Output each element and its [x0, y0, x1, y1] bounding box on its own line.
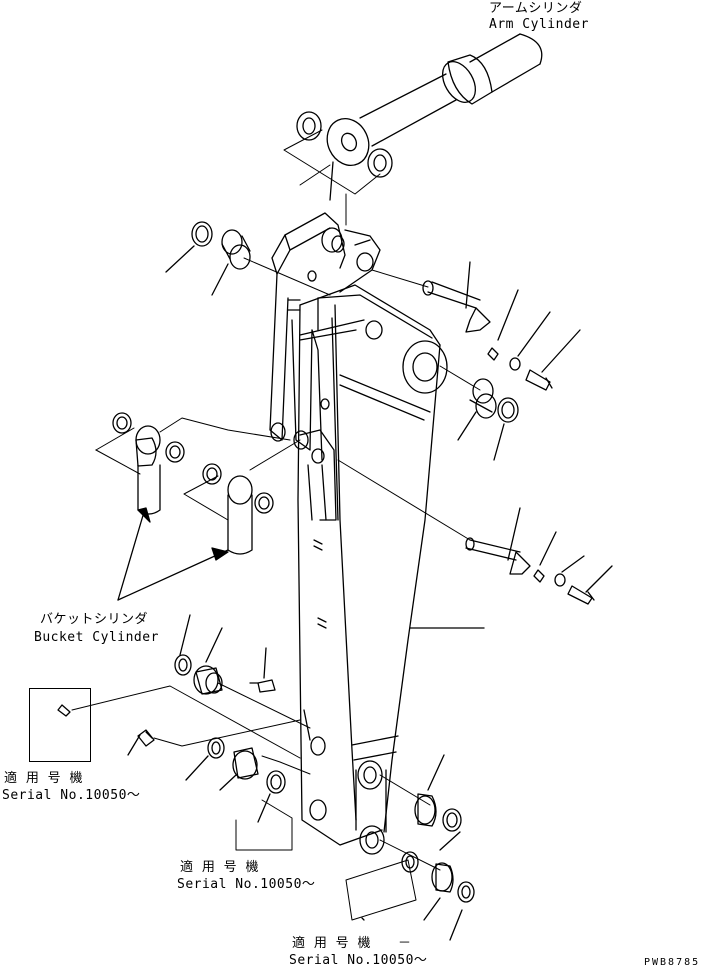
- bucket-cylinder: [95, 412, 301, 601]
- bucket-cylinder-label-jp: バケットシリンダ: [40, 612, 149, 627]
- serial-label-left-jp: 適 用 号 機: [4, 771, 83, 786]
- washer-1: [296, 111, 322, 141]
- lower-left-parts: [57, 614, 311, 851]
- arm-cylinder-label-en: Arm Cylinder: [489, 17, 589, 32]
- upper-pin-set: [165, 221, 581, 461]
- serial-label-left-en: Serial No.10050～: [2, 788, 141, 803]
- drawing-code: PWB8785: [644, 957, 701, 968]
- serial-label-bottom-en: Serial No.10050～: [289, 953, 428, 968]
- serial-inset-box-left: [29, 688, 91, 762]
- lower-right-parts: [337, 459, 613, 941]
- serial-label-bottom-jp: 適 用 号 機 －: [292, 936, 412, 951]
- bucket-cylinder-label-en: Bucket Cylinder: [34, 630, 159, 645]
- arm-cylinder: [326, 33, 543, 201]
- serial-label-mid-en: Serial No.10050～: [177, 877, 316, 892]
- arm-body: [269, 212, 448, 855]
- arm-cylinder-label-jp: アームシリンダ: [489, 1, 583, 16]
- serial-label-mid-jp: 適 用 号 機: [180, 860, 259, 875]
- washer-2: [367, 148, 393, 178]
